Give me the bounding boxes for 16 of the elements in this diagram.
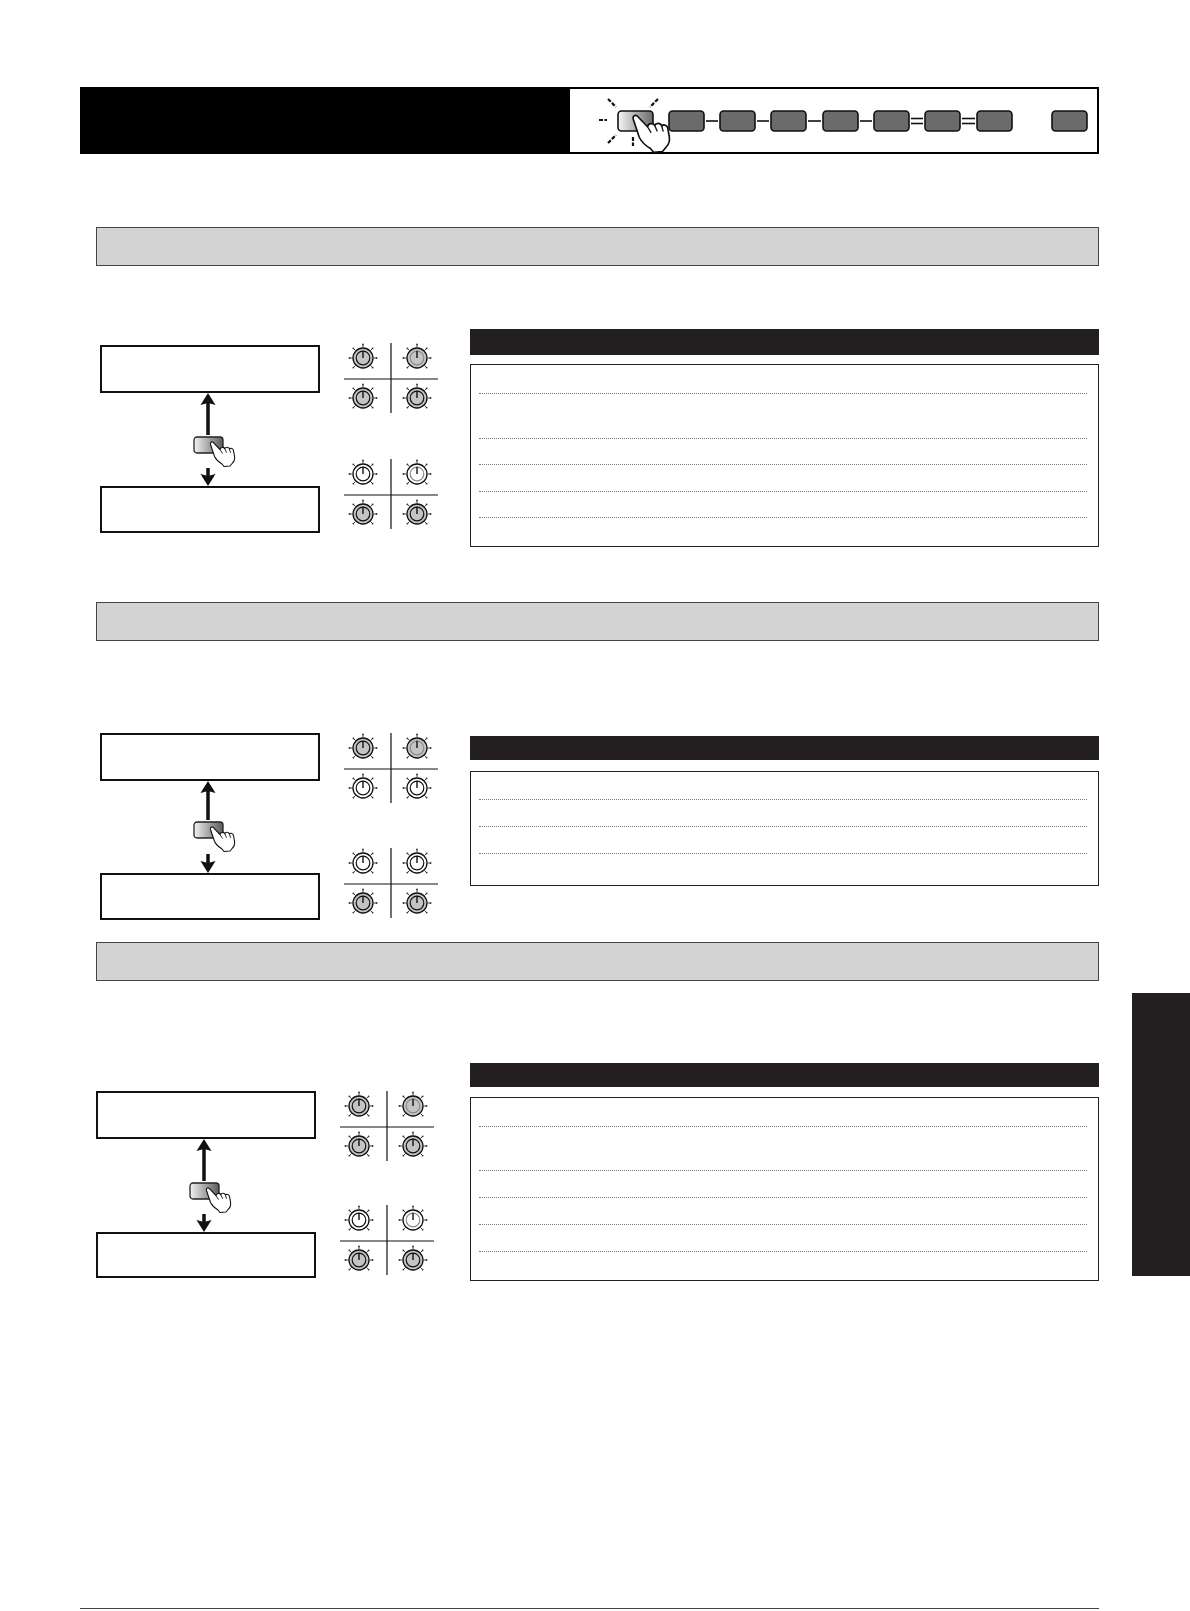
display-frame (100, 873, 320, 920)
display-frame (100, 486, 320, 533)
display-frame (100, 733, 320, 781)
arrow (200, 781, 216, 820)
hand-on-key-icon (189, 1181, 233, 1214)
arrow (200, 854, 216, 873)
arrow (200, 393, 216, 435)
hand-on-key-icon (193, 435, 237, 468)
hand-on-key-icon (193, 820, 237, 854)
display-frame (96, 1232, 316, 1278)
display-frame (96, 1091, 316, 1139)
arrow (196, 1139, 212, 1181)
side-tab (1132, 993, 1190, 1276)
arrow (196, 1214, 212, 1232)
display-frame (100, 345, 320, 393)
arrow (200, 468, 216, 486)
